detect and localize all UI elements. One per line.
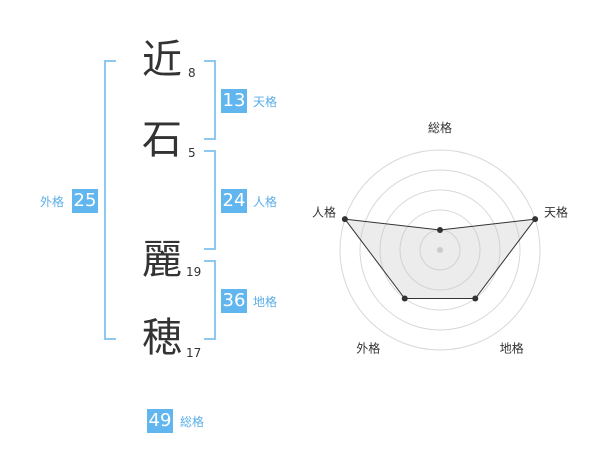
name-char-4: 穂 <box>142 315 182 361</box>
stroke-count-1: 8 <box>188 66 196 80</box>
radar-axis-label-5: 人格 <box>312 204 336 219</box>
radar-data-area <box>343 218 537 299</box>
soukaku-value: 49 <box>147 409 173 433</box>
radar-ring-3 <box>379 189 501 311</box>
radar-center-point <box>437 247 443 253</box>
radar-point-5 <box>341 216 348 223</box>
radar-axis-label-1: 総格 <box>428 120 452 135</box>
jinkaku-label: 人格 <box>253 195 278 209</box>
gaikaku-bracket <box>104 60 116 340</box>
name-char-2: 石 <box>142 117 182 163</box>
stroke-count-4: 17 <box>186 346 202 360</box>
radar-point-4 <box>401 295 408 302</box>
radar-ring-5 <box>339 149 541 351</box>
name-char-3: 麗 <box>142 237 182 283</box>
radar-ring-2 <box>399 209 481 291</box>
jinkaku-bracket <box>204 150 216 250</box>
chikaku-bracket <box>204 260 216 340</box>
stroke-count-3: 19 <box>186 265 202 279</box>
chikaku-value: 36 <box>221 289 247 313</box>
radar-axis-label-3: 地格 <box>500 341 524 356</box>
radar-axis-label-4: 外格 <box>356 341 380 356</box>
tenkaku-value: 13 <box>221 89 247 113</box>
radar-point-1 <box>437 227 443 233</box>
radar-axis-label-2: 天格 <box>544 204 568 219</box>
soukaku-label: 総格 <box>180 415 205 429</box>
radar-point-2 <box>532 216 539 223</box>
tenkaku-bracket <box>204 60 216 140</box>
name-char-1: 近 <box>142 37 182 83</box>
chikaku-label: 地格 <box>253 295 278 309</box>
jinkaku-value: 24 <box>221 189 247 213</box>
gaikaku-label: 外格 <box>40 195 65 209</box>
gaikaku-value: 25 <box>72 189 98 213</box>
radar-point-3 <box>472 295 479 302</box>
tenkaku-label: 天格 <box>253 95 278 109</box>
radar-ring-4 <box>359 169 521 331</box>
stroke-count-2: 5 <box>188 146 196 160</box>
